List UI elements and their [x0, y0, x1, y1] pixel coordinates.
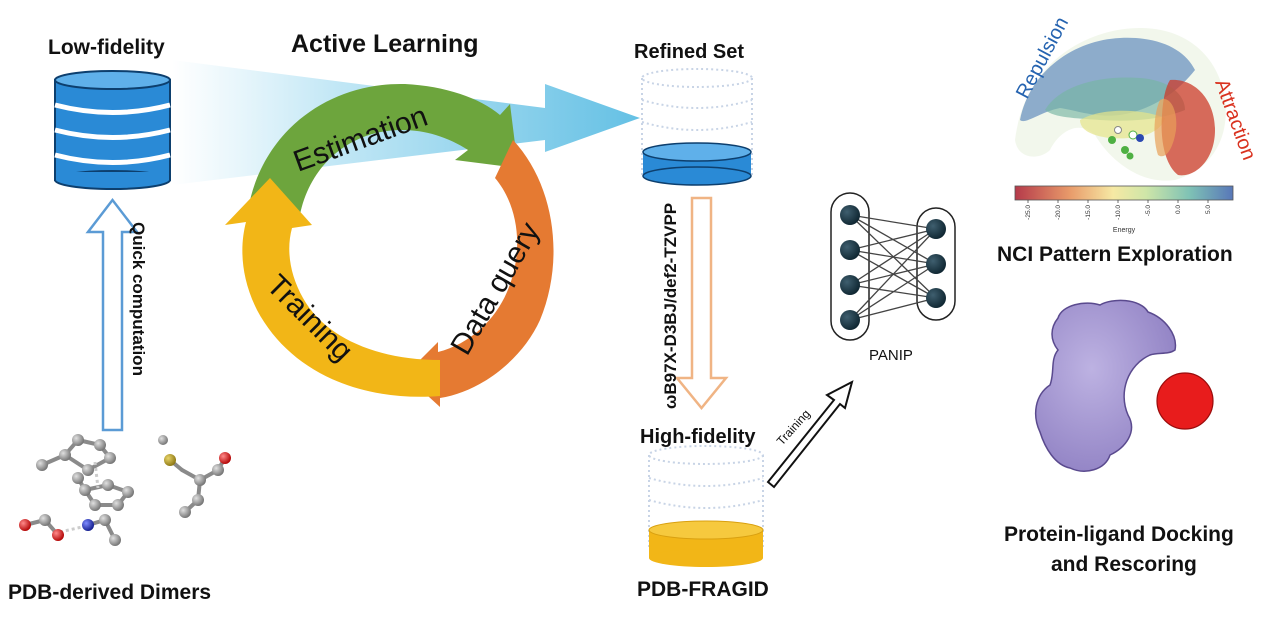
energy-axis-label: Energy	[1113, 227, 1136, 234]
colorbar-tick-label: -15.0	[1085, 205, 1092, 220]
colorbar-tick-label: -5.0	[1145, 205, 1152, 217]
nci-pattern-title: NCI Pattern Exploration	[997, 243, 1233, 266]
panip-network-icon	[830, 192, 956, 341]
method-down-arrow	[674, 196, 729, 410]
protein-surface	[1034, 299, 1177, 472]
refined-set-database-icon	[641, 68, 753, 186]
protein-ligand-illustration	[1034, 299, 1214, 472]
nci-colorbar	[1014, 185, 1234, 201]
colorbar-tick-label: 5.0	[1205, 205, 1212, 214]
panip-label: PANIP	[869, 347, 913, 364]
pdb-derived-dimers-title: PDB-derived Dimers	[8, 581, 212, 604]
quick-computation-label: Quick computation	[129, 222, 148, 376]
colorbar-ticks: -25.0 -20.0 -15.0 -10.0 -5.0 0.0 5.0	[1025, 200, 1212, 220]
quick-computation-arrow	[85, 197, 140, 432]
active-learning-cycle	[225, 83, 554, 407]
training-arc	[225, 178, 440, 397]
pdb-dimers-molecules	[19, 434, 231, 546]
active-learning-title: Active Learning	[291, 30, 479, 58]
low-fidelity-title: Low-fidelity	[48, 36, 165, 59]
ligand-circle	[1156, 372, 1214, 430]
colorbar-tick-label: 0.0	[1175, 205, 1182, 214]
estimation-arc	[248, 83, 518, 216]
colorbar-tick-label: -25.0	[1025, 205, 1032, 220]
docking-title-line1: Protein-ligand Docking	[1004, 523, 1234, 546]
training-diagonal-arrow	[766, 380, 854, 489]
refined-set-title: Refined Set	[634, 41, 745, 63]
high-fidelity-title: High-fidelity	[640, 426, 756, 448]
method-label: ωB97X-D3BJ/def2-TZVPP	[661, 203, 680, 409]
high-fidelity-database-icon	[648, 445, 764, 567]
data-query-arc	[405, 140, 554, 407]
colorbar-tick-label: -20.0	[1055, 205, 1062, 220]
low-fidelity-database-icon	[54, 70, 171, 190]
pdb-fragid-title: PDB-FRAGID	[637, 578, 769, 601]
colorbar-tick-label: -10.0	[1115, 205, 1122, 220]
docking-title-line2: and Rescoring	[1051, 553, 1197, 576]
nci-scatter-plot	[1015, 28, 1226, 181]
